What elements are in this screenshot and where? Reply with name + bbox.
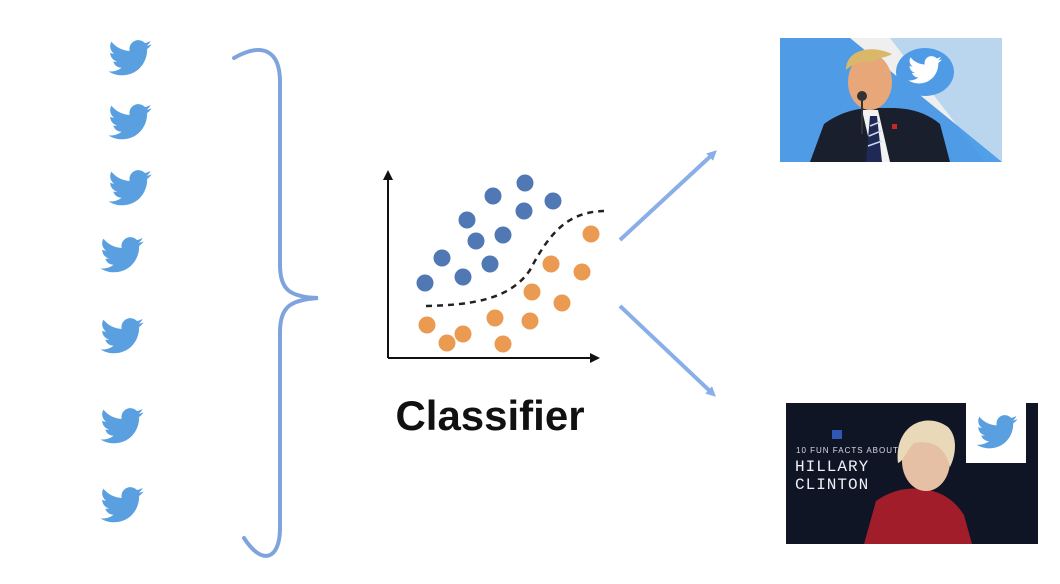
class-a-point (433, 249, 451, 267)
decision-boundary (425, 209, 605, 308)
class-b-point (542, 255, 560, 273)
trump-photo (780, 38, 1002, 162)
poster-subtitle: 10 FUN FACTS ABOUT (796, 446, 899, 455)
class-b-point (573, 263, 591, 281)
class-b-point (553, 294, 571, 312)
class-b-point (486, 309, 504, 327)
class-b-point (438, 334, 456, 352)
grouping-brace (232, 48, 319, 558)
classifier-label: Classifier (395, 392, 585, 439)
twitter-bird-icon (100, 318, 144, 354)
class-a-points (416, 174, 562, 292)
class-a-point (515, 202, 533, 220)
hair (897, 420, 955, 467)
twitter-bird-icon (908, 56, 942, 84)
trump-photo-illustration (780, 38, 1002, 162)
party-logo (832, 430, 842, 439)
poster-title-line2: CLINTON (795, 476, 870, 494)
twitter-bird-icon (108, 40, 152, 76)
arrow-to-clinton (618, 304, 716, 397)
twitter-bird-icon (976, 415, 1018, 449)
poster-title-line1: HILLARY (795, 458, 870, 476)
clinton-photo (786, 403, 1038, 544)
class-b-point (521, 312, 539, 330)
class-a-point (481, 255, 499, 273)
tie (866, 116, 882, 162)
class-b-points (418, 225, 600, 353)
twitter-bird-icon (108, 104, 152, 140)
class-a-point (458, 211, 476, 229)
class-a-point (484, 187, 502, 205)
class-a-point (544, 192, 562, 210)
y-axis-arrowhead (383, 170, 393, 180)
twitter-bird-icon (108, 170, 152, 206)
class-a-point (494, 226, 512, 244)
twitter-bird-icon (100, 487, 144, 523)
red-jacket (864, 488, 972, 544)
class-b-point (418, 316, 436, 334)
arrow-to-trump (618, 150, 717, 242)
class-a-point (467, 232, 485, 250)
class-b-point (454, 325, 472, 343)
class-b-point (582, 225, 600, 243)
class-a-point (416, 274, 434, 292)
class-b-point (494, 335, 512, 353)
hair (846, 49, 892, 70)
twitter-bird-icon (100, 408, 144, 444)
x-axis-arrowhead (590, 353, 600, 363)
class-a-point (516, 174, 534, 192)
twitter-bird-icon (100, 237, 144, 273)
classifier-plot (383, 170, 605, 363)
class-a-point (454, 268, 472, 286)
class-b-point (523, 283, 541, 301)
